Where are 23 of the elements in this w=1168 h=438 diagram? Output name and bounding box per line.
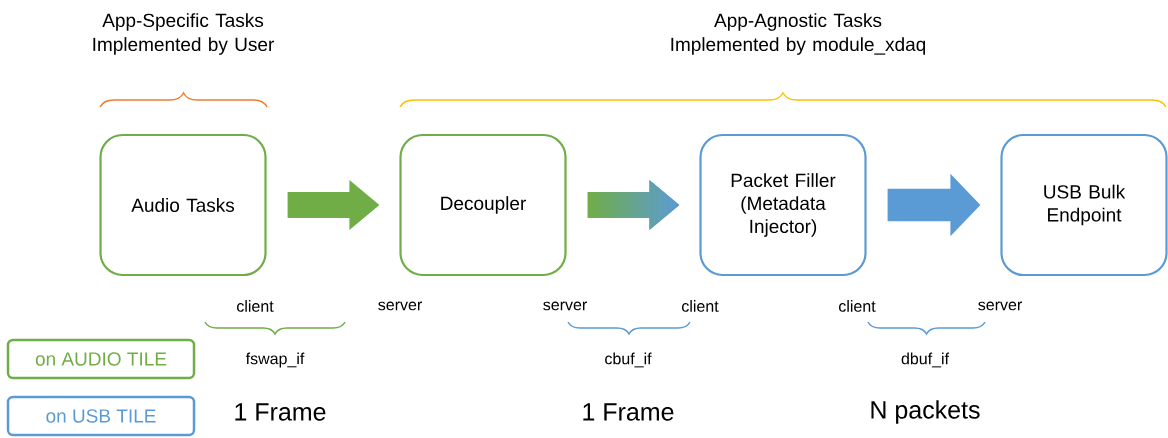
- interface-label: server: [378, 301, 422, 311]
- interface-label: client: [682, 300, 719, 312]
- process-box: USB Bulk Endpoint: [1000, 133, 1168, 277]
- interface-label: dbuf_if: [901, 352, 950, 368]
- interface-label: server: [543, 301, 587, 311]
- interface-label: client: [839, 300, 876, 312]
- process-box: Audio Tasks: [99, 133, 267, 277]
- size-label: N packets: [871, 400, 980, 424]
- process-box: Packet Filler (Metadata Injector): [699, 133, 867, 277]
- heading: App-Agnostic Tasks Implemented by module_xdaq: [671, 13, 926, 55]
- block-arrow: [287, 180, 380, 230]
- legend-text: on USB TILE: [46, 409, 156, 423]
- block-arrow: [587, 180, 680, 230]
- size-label: 1 Frame: [583, 403, 674, 421]
- interface-label: server: [978, 301, 1022, 311]
- interface-label: client: [237, 300, 274, 312]
- size-label: 1 Frame: [235, 403, 326, 421]
- interface-label: cbuf_if: [605, 352, 652, 368]
- block-arrow: [887, 173, 981, 237]
- legend-text: on AUDIO TILE: [35, 352, 167, 366]
- process-box: Decoupler: [399, 133, 567, 277]
- heading: App-Specific Tasks Implemented by User: [93, 13, 274, 55]
- interface-label: fswap_if: [245, 352, 305, 368]
